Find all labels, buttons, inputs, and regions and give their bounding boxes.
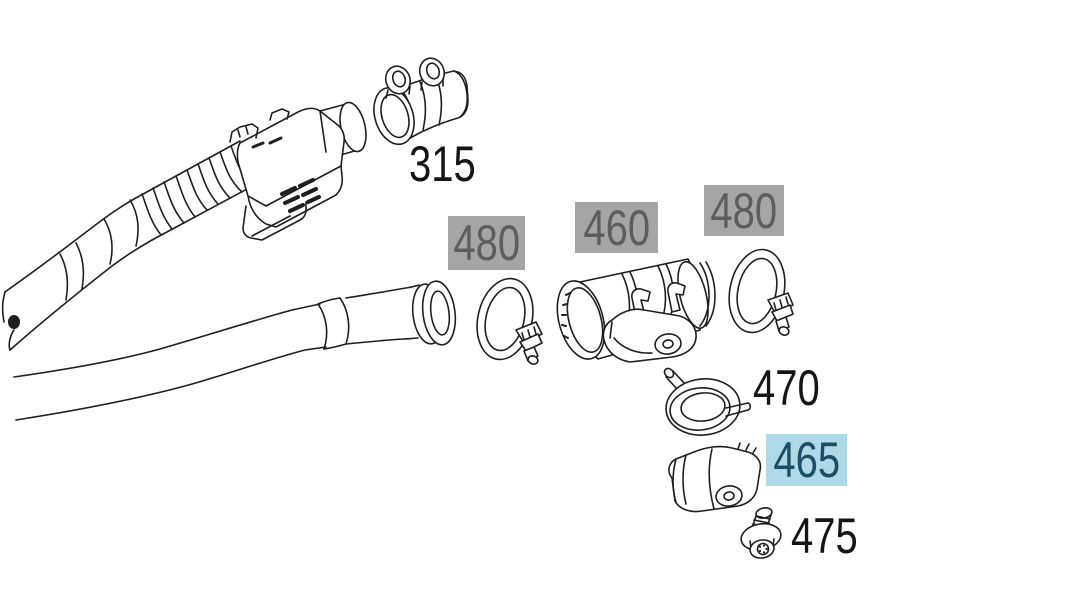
exhaust-flap-actuator-drawing [668,442,762,513]
callout-475-label: 475 [791,508,858,564]
callout-465-label: 465 [773,432,840,488]
callout-465-selected[interactable]: 465 [766,434,847,486]
callout-480-front-label: 480 [453,215,520,271]
torsion-spring-drawing [663,367,752,436]
callout-460[interactable]: 460 [575,202,658,253]
v-band-clamp-rear-drawing [728,248,794,336]
center-muffler-drawing [556,258,716,363]
front-pipe-with-catalytic-converter-drawing [1,101,367,351]
callout-475[interactable]: 475 [791,511,874,561]
callout-460-label: 460 [583,199,650,256]
callout-480-rear[interactable]: 480 [704,185,784,236]
twin-clamp-coupling-sleeve-drawing [373,57,469,146]
v-band-clamp-front-drawing [476,277,543,365]
torx-screw-drawing [740,507,782,559]
rear-exhaust-pipe-drawing [13,280,457,421]
callout-315[interactable]: 315 [409,139,492,189]
callout-480-rear-label: 480 [710,182,778,239]
callout-480-front[interactable]: 480 [448,216,525,270]
callout-315-label: 315 [409,136,476,192]
callout-470-label: 470 [753,360,820,416]
callout-470[interactable]: 470 [753,363,836,413]
